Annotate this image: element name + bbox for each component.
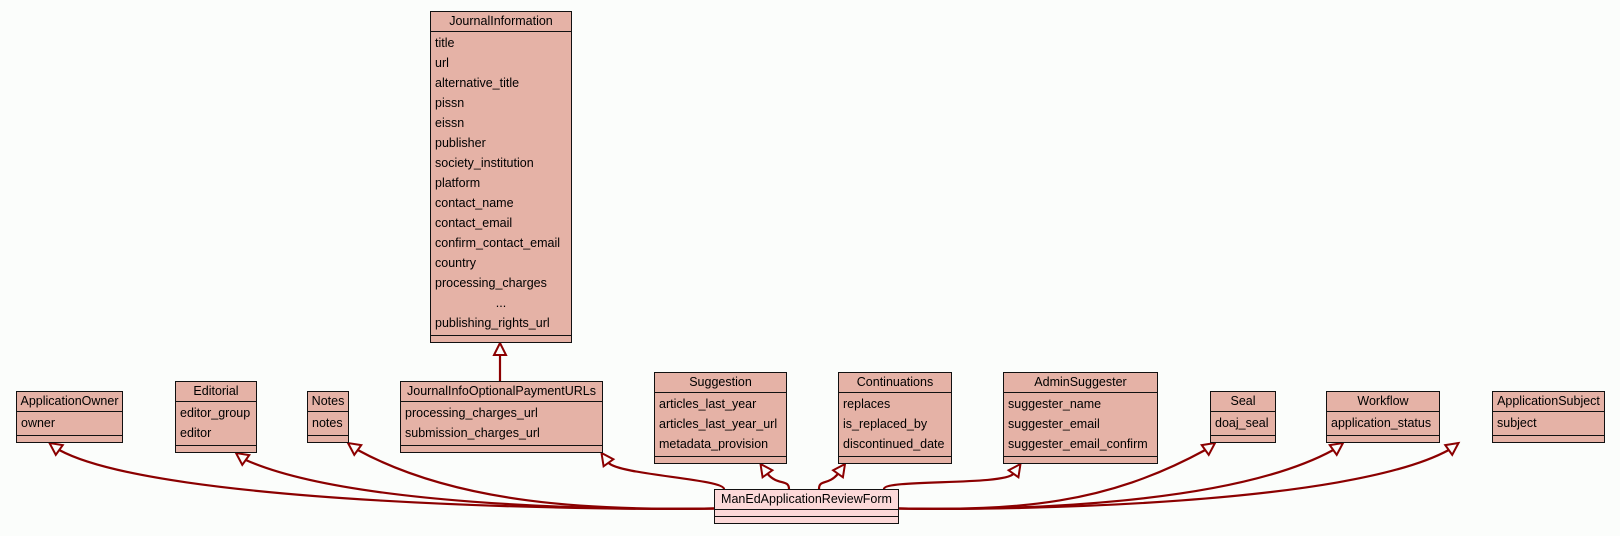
operations-compartment [715, 517, 898, 523]
attribute: confirm_contact_email [435, 236, 561, 250]
generalization-arrowhead [759, 462, 775, 480]
class-workflow: Workflow application_status [1326, 391, 1440, 443]
attribute: pissn [435, 96, 465, 110]
class-name: JournalInfoOptionalPaymentURLs [401, 382, 602, 402]
inheritance-edge [245, 458, 715, 510]
class-name: Seal [1211, 392, 1275, 412]
attribute-list: owner [17, 412, 122, 436]
attribute-list: application_status [1327, 412, 1439, 436]
attribute: processing_charges [435, 276, 547, 290]
attribute-list: notes [308, 412, 348, 436]
operations-compartment [1211, 436, 1275, 442]
class-journal-information: JournalInformation title url alternative… [430, 11, 572, 343]
class-name: AdminSuggester [1004, 373, 1157, 393]
attribute-list: processing_charges_url submission_charge… [401, 402, 602, 446]
attribute: discontinued_date [843, 437, 945, 451]
generalization-arrowhead [1443, 441, 1461, 457]
operations-compartment [308, 436, 348, 442]
attribute: editor_group [180, 406, 251, 420]
class-name: Suggestion [655, 373, 786, 393]
class-name: Continuations [839, 373, 951, 393]
attribute-list: suggester_name suggester_email suggester… [1004, 393, 1157, 457]
attribute: suggester_email [1008, 417, 1100, 431]
attribute: owner [21, 416, 56, 430]
class-man-ed-application-review-form: ManEdApplicationReviewForm [714, 489, 899, 524]
class-name: Workflow [1327, 392, 1439, 412]
inheritance-edge [607, 461, 726, 491]
inheritance-edge [766, 473, 791, 490]
generalization-arrowhead [492, 340, 508, 356]
class-name: Editorial [176, 382, 256, 402]
attribute-ellipsis: ... [495, 296, 507, 310]
attribute: articles_last_year_url [659, 417, 778, 431]
class-name: Notes [308, 392, 348, 412]
generalization-arrowhead [831, 462, 847, 480]
class-notes: Notes notes [307, 391, 349, 443]
class-journal-info-optional-payment-urls: JournalInfoOptionalPaymentURLs processin… [400, 381, 603, 453]
attribute: title [435, 36, 455, 50]
attribute: alternative_title [435, 76, 520, 90]
attribute: publishing_rights_url [435, 316, 550, 330]
attribute: publisher [435, 136, 486, 150]
attribute: metadata_provision [659, 437, 769, 451]
operations-compartment [1327, 436, 1439, 442]
attribute: notes [312, 416, 343, 430]
attribute: processing_charges_url [405, 406, 538, 420]
attribute-list: subject [1493, 412, 1604, 436]
generalization-arrowhead [346, 441, 364, 457]
class-application-owner: ApplicationOwner owner [16, 391, 123, 443]
attribute: doaj_seal [1215, 416, 1269, 430]
class-editorial: Editorial editor_group editor [175, 381, 257, 453]
attribute: application_status [1331, 416, 1432, 430]
attribute: articles_last_year [659, 397, 757, 411]
attribute: society_institution [435, 156, 534, 170]
attribute: contact_name [435, 196, 514, 210]
class-name: ApplicationSubject [1493, 392, 1604, 412]
inheritance-edge [357, 449, 715, 510]
generalization-arrowhead [47, 441, 65, 457]
attribute: is_replaced_by [843, 417, 928, 431]
operations-compartment [839, 457, 951, 463]
class-name: ManEdApplicationReviewForm [715, 490, 898, 510]
generalization-arrowhead [1199, 441, 1217, 457]
attribute: replaces [843, 397, 891, 411]
generalization-arrowhead [234, 451, 252, 467]
class-continuations: Continuations replaces is_replaced_by di… [838, 372, 952, 464]
attribute: subject [1497, 416, 1537, 430]
attribute-list: articles_last_year articles_last_year_ur… [655, 393, 786, 457]
attribute: editor [180, 426, 212, 440]
attribute: country [435, 256, 476, 270]
class-admin-suggester: AdminSuggester suggester_name suggester_… [1003, 372, 1158, 464]
attribute: platform [435, 176, 481, 190]
inheritance-edge [58, 449, 715, 510]
attribute: submission_charges_url [405, 426, 540, 440]
operations-compartment [1004, 457, 1157, 463]
class-name: JournalInformation [431, 12, 571, 32]
operations-compartment [655, 457, 786, 463]
class-name: ApplicationOwner [17, 392, 122, 412]
operations-compartment [17, 436, 122, 442]
attribute: eissn [435, 116, 465, 130]
attribute-list: replaces is_replaced_by discontinued_dat… [839, 393, 951, 457]
attribute: suggester_name [1008, 397, 1102, 411]
inheritance-edge [882, 472, 1015, 491]
inheritance-edge [898, 449, 1450, 510]
attribute-list: doaj_seal [1211, 412, 1275, 436]
class-seal: Seal doaj_seal [1210, 391, 1276, 443]
attribute: suggester_email_confirm [1008, 437, 1148, 451]
attribute: contact_email [435, 216, 513, 230]
attribute: url [435, 56, 449, 70]
operations-compartment [176, 446, 256, 452]
operations-compartment [431, 336, 571, 342]
inheritance-edge [817, 473, 839, 490]
class-suggestion: Suggestion articles_last_year articles_l… [654, 372, 787, 464]
attribute-list: editor_group editor [176, 402, 256, 446]
operations-compartment [1493, 436, 1604, 442]
class-application-subject: ApplicationSubject subject [1492, 391, 1605, 443]
operations-compartment [401, 446, 602, 452]
generalization-arrowhead [1327, 441, 1345, 457]
attribute-list [715, 510, 898, 517]
attribute-list: title url alternative_title pissn eissn … [431, 32, 571, 336]
